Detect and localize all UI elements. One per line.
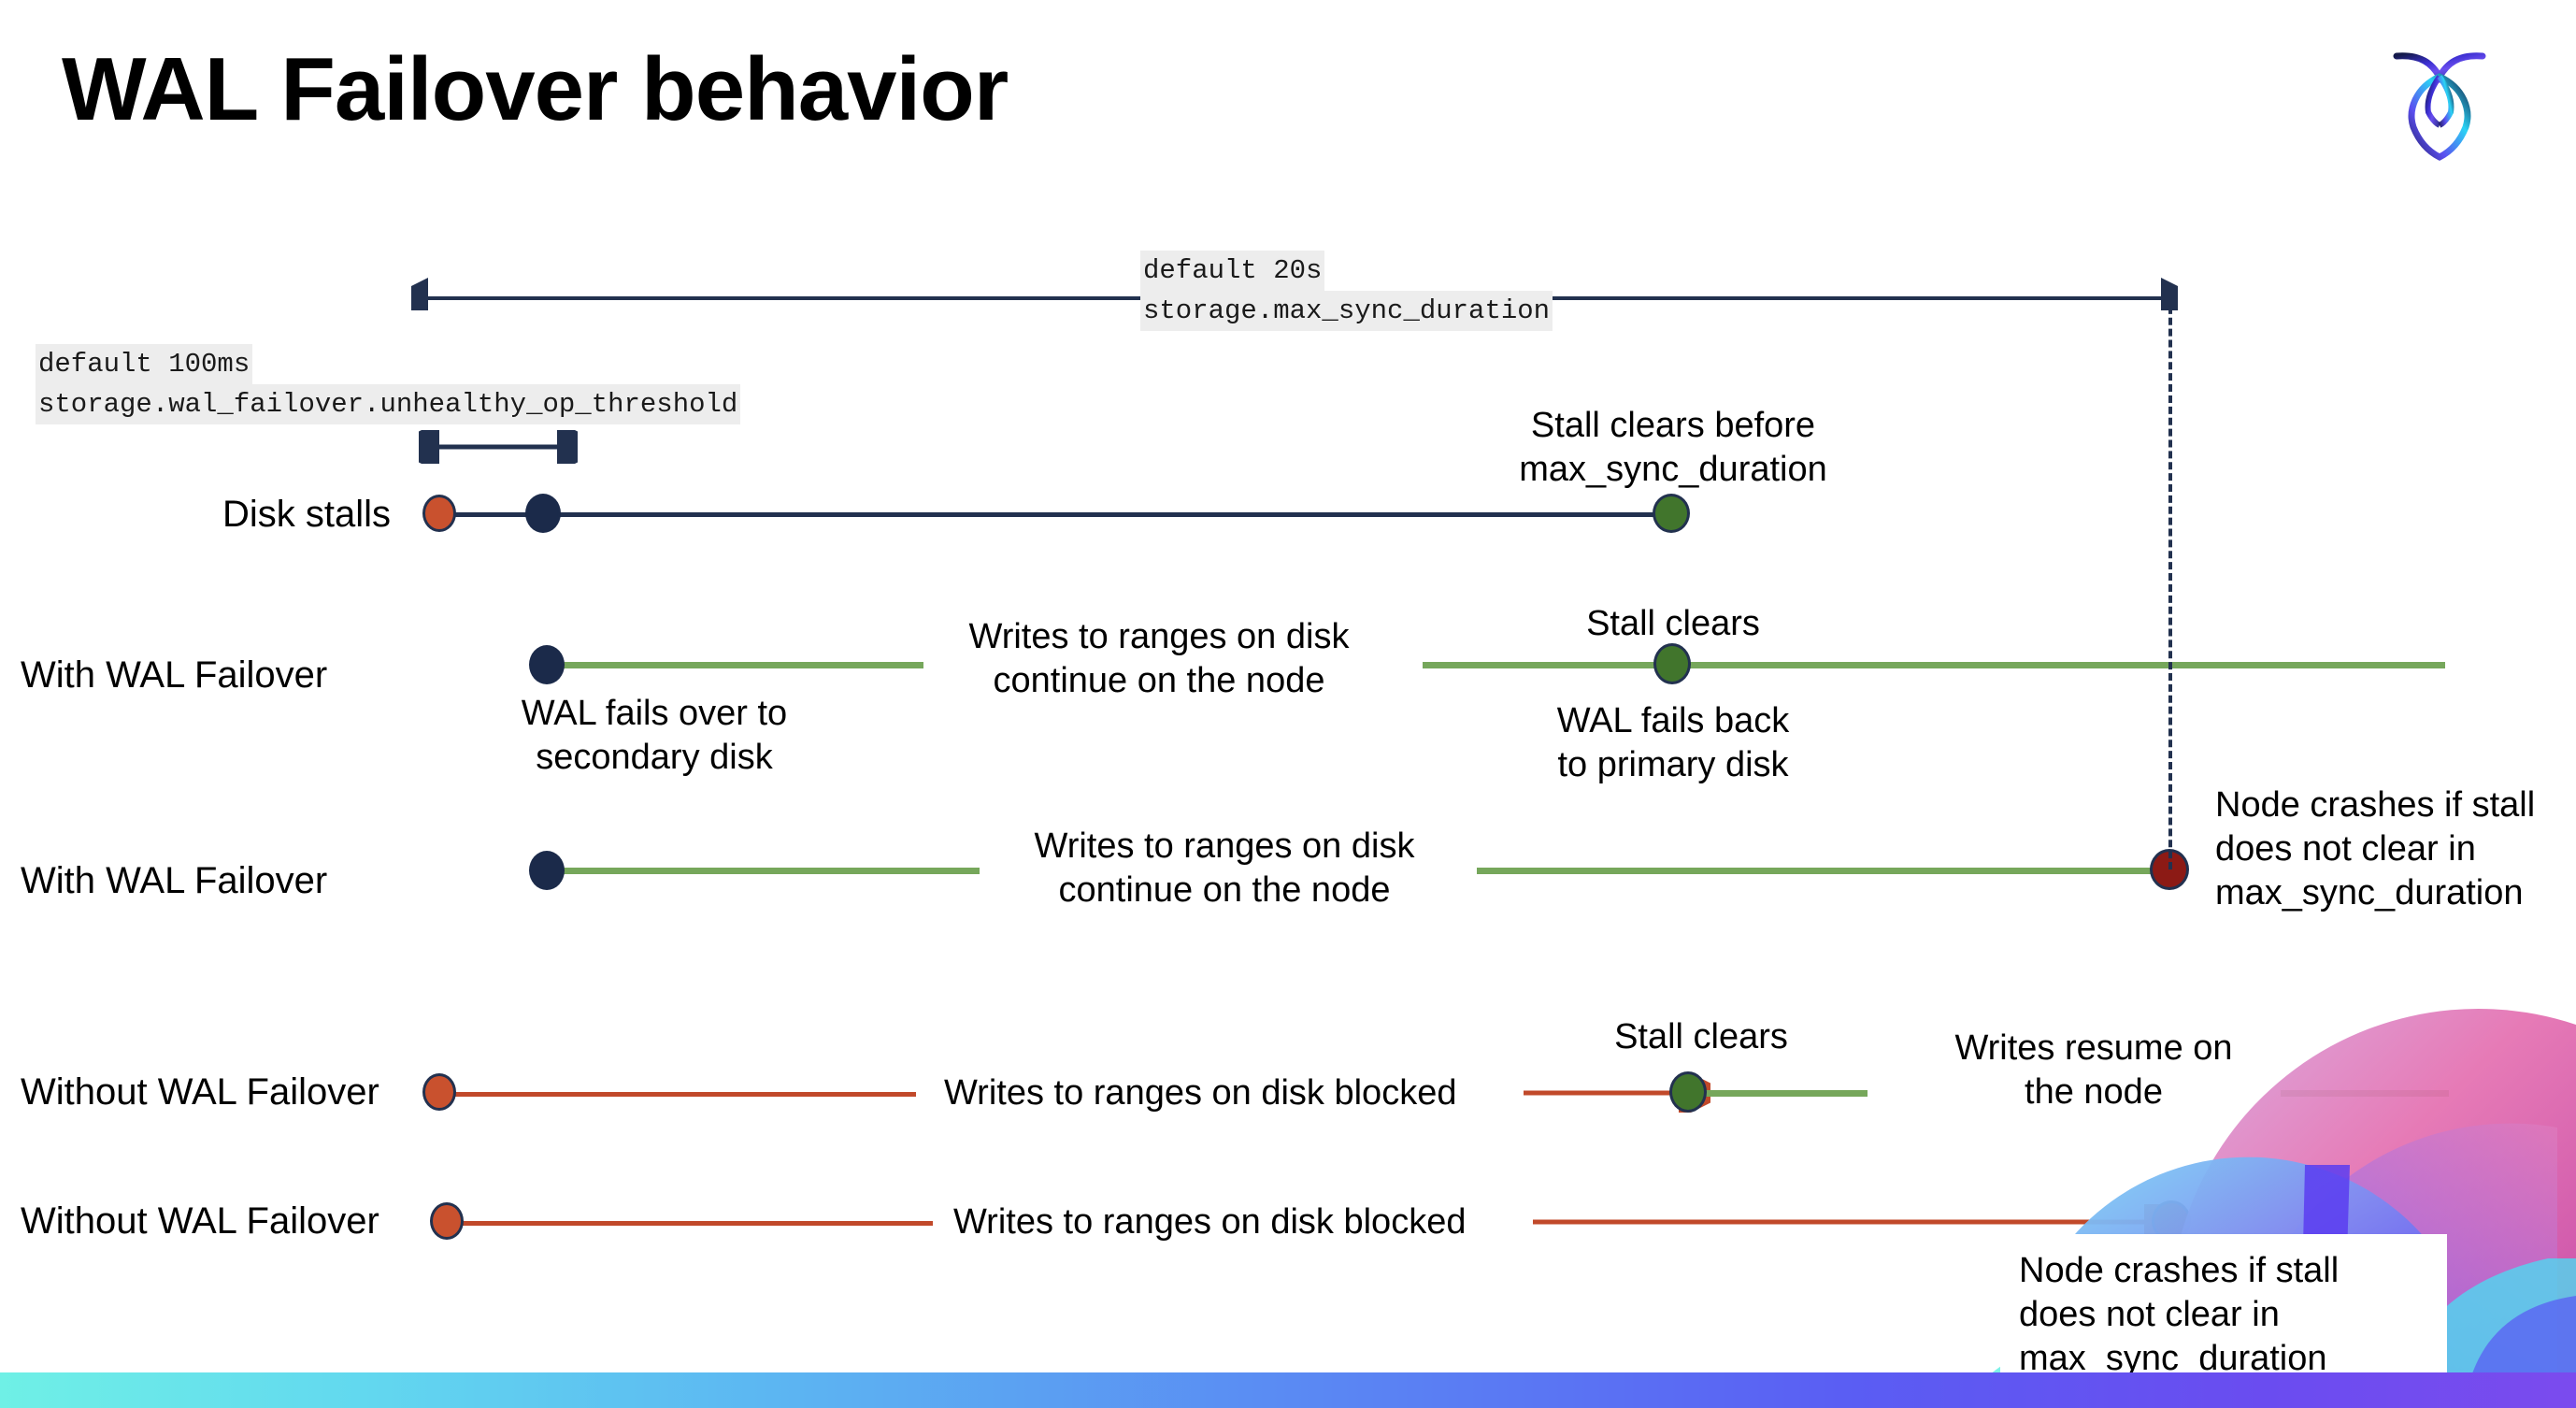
marker-failover-navy [529, 851, 565, 890]
unhealthy-op-threshold-setting: default 100ms storage.wal_failover.unhea… [36, 344, 741, 424]
row-label-disk-stalls: Disk stalls [222, 494, 392, 535]
annotation-writes-blocked-2: Writes to ranges on disk blocked [953, 1202, 1467, 1242]
max-sync-duration-setting: default 20s storage.max_sync_duration [1140, 251, 1553, 331]
marker-stall-clear-green [1653, 643, 1691, 684]
annotation-writes-continue-2: Writes to ranges on disk continue on the… [1034, 826, 1415, 910]
annotation-wal-fails-over: WAL fails over to secondary disk [521, 694, 788, 777]
with-wal-failover-2-segment-a [550, 868, 980, 874]
marker-failover-navy [525, 494, 561, 533]
annotation-node-crashes-2: Node crashes if stall does not clear in … [2019, 1251, 2340, 1378]
row-label-without-wal-failover-1: Without WAL Failover [21, 1071, 379, 1113]
unhealthy-op-threshold-span-arrow [419, 430, 578, 464]
row-label-with-wal-failover-2: With WAL Failover [21, 860, 328, 901]
max-sync-default-value: default 20s [1140, 251, 1325, 291]
marker-stall-start-orange [422, 1073, 456, 1111]
with-wal-failover-2-segment-b [1477, 868, 2168, 874]
annotation-node-crashes-1: Node crashes if stall does not clear in … [2215, 785, 2536, 912]
marker-failover-navy [529, 645, 565, 684]
marker-stall-clear-green [1669, 1071, 1707, 1113]
without-wal-failover-1-arrow [1524, 1075, 1710, 1113]
unhealthy-op-default-value: default 100ms [36, 344, 253, 384]
max-sync-duration-dashed-connector [2168, 295, 2172, 869]
with-wal-failover-1-segment-b [1423, 662, 2445, 668]
annotation-stall-clears-before-max-sync: Stall clears before max_sync_duration [1519, 406, 1827, 489]
without-wal-failover-2-blocked-segment-a [456, 1221, 933, 1226]
annotation-stall-clears-3: Stall clears [1614, 1017, 1788, 1056]
bottom-accent-bar [0, 1372, 2576, 1408]
row-label-with-wal-failover-1: With WAL Failover [21, 654, 328, 696]
without-wal-failover-1-blocked-segment [449, 1092, 916, 1097]
row-label-without-wal-failover-2: Without WAL Failover [21, 1200, 379, 1242]
cockroachdb-logo [2383, 30, 2496, 161]
annotation-writes-blocked-1: Writes to ranges on disk blocked [944, 1073, 1457, 1113]
max-sync-setting-name: storage.max_sync_duration [1140, 291, 1553, 331]
marker-stall-start-orange [422, 495, 456, 532]
without-wal-failover-1-resume-segment-b [2281, 1090, 2449, 1097]
disk-stalls-timeline [439, 512, 1673, 517]
with-wal-failover-1-segment-a [550, 662, 923, 668]
page-title: WAL Failover behavior [62, 39, 1009, 139]
annotation-stall-clears-2: Stall clears [1586, 604, 1760, 643]
without-wal-failover-1-resume-segment [1694, 1090, 1868, 1097]
annotation-writes-continue-1: Writes to ranges on disk continue on the… [968, 617, 1350, 700]
annotation-writes-resume: Writes resume on the node [1954, 1028, 2233, 1112]
annotation-wal-fails-back: WAL fails back to primary disk [1556, 701, 1790, 784]
marker-stall-clear-green [1653, 494, 1690, 533]
unhealthy-op-setting-name: storage.wal_failover.unhealthy_op_thresh… [36, 384, 741, 424]
marker-stall-start-orange [430, 1202, 464, 1240]
